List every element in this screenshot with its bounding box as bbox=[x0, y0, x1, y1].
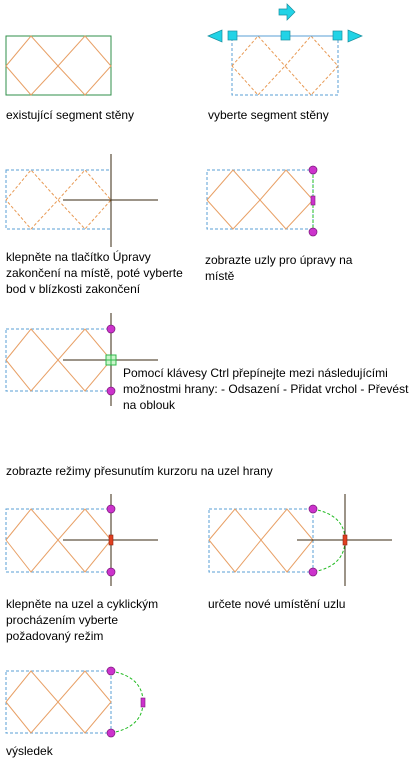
panel-pick-point bbox=[5, 154, 158, 247]
wall-pattern bbox=[206, 169, 314, 230]
left-arrow-grip[interactable] bbox=[207, 29, 223, 43]
vertex-grip-top[interactable] bbox=[106, 504, 116, 514]
caption-ctrl-cycle: Pomocí klávesy Ctrl přepínejte mezi násl… bbox=[123, 366, 409, 412]
caption-hover-grip: zobrazte režimy přesunutím kurzoru na uz… bbox=[6, 464, 273, 478]
panel-select-wall bbox=[207, 3, 363, 96]
caption-pick-point: klepněte na tlačítko Úpravy zakončení na… bbox=[6, 250, 183, 296]
vertex-grip-bottom[interactable] bbox=[308, 567, 318, 577]
arc-edge bbox=[110, 670, 144, 734]
panel-show-grips bbox=[206, 165, 318, 237]
midpoint-grip[interactable] bbox=[280, 30, 291, 41]
panel-new-location bbox=[208, 494, 392, 586]
caption-select-wall: vyberte segment stěny bbox=[208, 108, 329, 122]
vertex-grip-top[interactable] bbox=[106, 666, 116, 676]
wall-pattern bbox=[5, 35, 112, 96]
caption-click-grip: klepněte na uzel a cyklickým procházením… bbox=[6, 597, 159, 643]
wall-pattern-dashed bbox=[231, 35, 339, 96]
edge-grip[interactable] bbox=[310, 195, 316, 206]
moving-edge-grip[interactable] bbox=[342, 534, 348, 546]
flip-arrow-grip[interactable] bbox=[278, 3, 296, 21]
caption-new-location: určete nové umístění uzlu bbox=[208, 597, 346, 611]
vertex-grip-top[interactable] bbox=[308, 165, 318, 175]
edge-grip[interactable] bbox=[140, 697, 146, 708]
vertex-grip-bottom[interactable] bbox=[106, 567, 116, 577]
wall-pattern bbox=[5, 670, 112, 734]
panel-click-grip bbox=[5, 494, 158, 586]
start-grip[interactable] bbox=[227, 30, 238, 41]
vertex-grip-bottom[interactable] bbox=[308, 227, 318, 237]
vertex-grip-bottom[interactable] bbox=[106, 728, 116, 738]
right-arrow-grip[interactable] bbox=[347, 29, 363, 43]
active-edge-grip[interactable] bbox=[108, 534, 114, 546]
caption-result: výsledek bbox=[6, 744, 53, 758]
panel-ctrl-cycle bbox=[5, 313, 158, 406]
caption-show-grips: zobrazte uzly pro úpravy na místě bbox=[205, 253, 353, 283]
wall-pattern-dashed bbox=[5, 169, 112, 230]
panel-existing-wall bbox=[5, 35, 112, 96]
caption-existing-wall: existující segment stěny bbox=[6, 108, 135, 122]
arc-preview bbox=[312, 508, 346, 573]
end-grip[interactable] bbox=[332, 30, 343, 41]
vertex-grip-top[interactable] bbox=[106, 324, 116, 334]
selected-wall-segment bbox=[5, 169, 112, 230]
vertex-grip-top[interactable] bbox=[308, 504, 318, 514]
panel-result bbox=[5, 666, 146, 738]
vertex-grip-bottom[interactable] bbox=[106, 386, 116, 396]
